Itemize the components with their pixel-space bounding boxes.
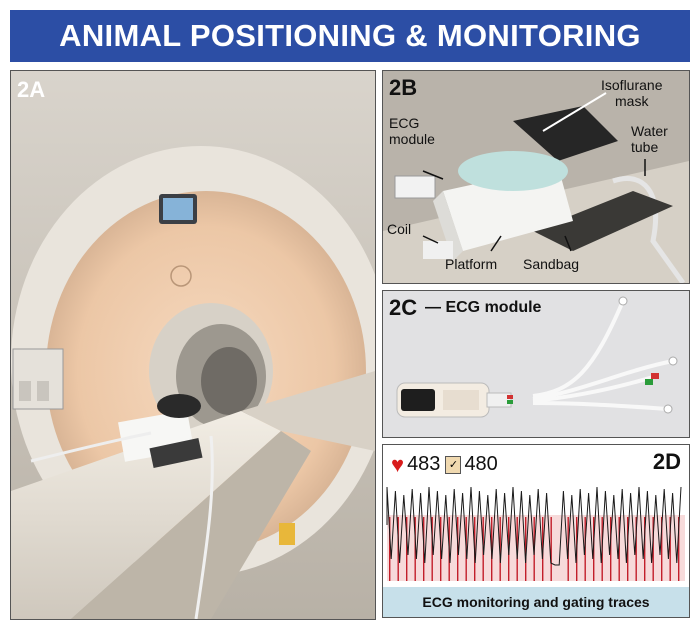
gating-bar [635,517,637,581]
ecg-traces-caption: ECG monitoring and gating traces [422,594,650,610]
label-isoflurane-mask: Isoflurane mask [601,77,663,109]
gating-bar [678,517,680,581]
gating-bar [397,517,399,581]
gating-bar [610,517,612,581]
panel-2d: ♥ 483 ✓ 480 2D ECG monitoring and gating… [382,444,690,618]
label-water-tube: Water tube [631,123,668,155]
heart-icon: ♥ [391,451,405,477]
heart-readout: ♥ 483 ✓ 480 [391,453,498,476]
gating-bar [406,517,408,581]
gating-bar [644,517,646,581]
ecg-trace [386,486,682,566]
ecg-module-illustration [383,291,689,437]
ecg-trace-plot [386,486,685,581]
panel-2a: 2A [10,70,376,620]
gating-bar [661,517,663,581]
page-title: ANIMAL POSITIONING & MONITORING [59,18,641,53]
label-coil: Coil [387,221,412,237]
gating-rate-value: 480 [464,453,498,475]
panel-2b: 2B Isoflurane mask ECG module Water tube… [382,70,690,284]
label-platform: Platform [445,256,498,272]
label-ecg-module: ECG module [389,115,435,147]
platform-setup-illustration [383,71,689,283]
gating-bar [431,517,433,581]
ecg-module-caption: — ECG module [425,299,542,316]
panel-2c: 2C — ECG module [382,290,690,438]
gating-icon: ✓ [445,455,462,474]
mri-scanner-illustration [11,71,375,619]
gating-bar [499,517,501,581]
gating-bar [414,517,416,581]
gating-bar [550,517,552,581]
ecg-traces-caption-bar: ECG monitoring and gating traces [383,587,689,617]
gating-bar [618,517,620,581]
ecg-trace-lines [386,486,682,566]
gating-bar [525,517,527,581]
heart-rate-value: 483 [407,453,441,475]
gating-bar [516,517,518,581]
label-sandbag: Sandbag [523,256,580,272]
panel-label-2c: 2C [389,295,418,320]
title-banner: ANIMAL POSITIONING & MONITORING [10,10,690,62]
panel-label-2b: 2B [389,75,418,100]
panel-label-2a: 2A [17,77,46,102]
gating-bar [652,517,654,581]
panel-label-2d: 2D [652,449,681,474]
gating-bar [669,517,671,581]
gating-bar [389,517,391,581]
